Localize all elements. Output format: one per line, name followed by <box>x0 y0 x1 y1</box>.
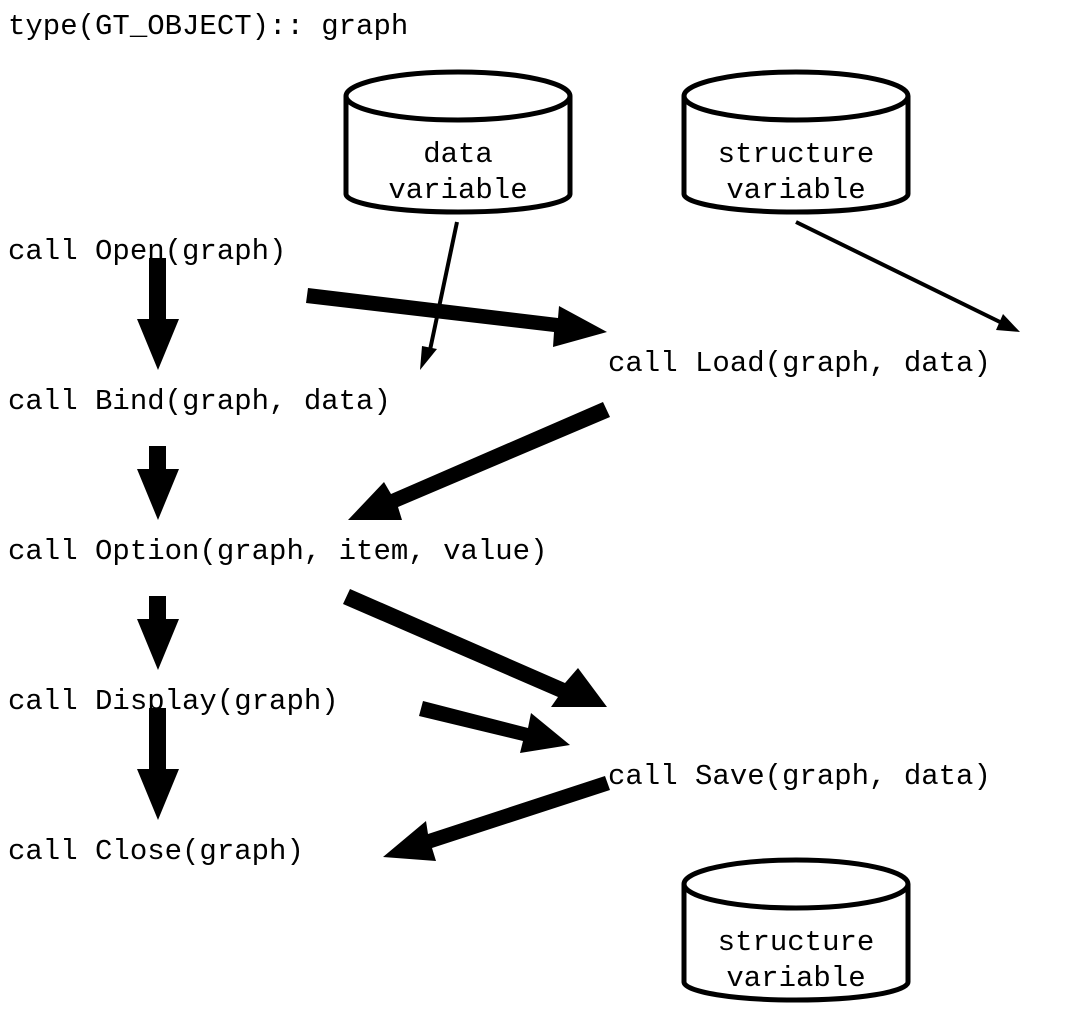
arrow-data-to-bind-shaft <box>428 221 459 351</box>
store-label-line2: variable <box>726 962 865 995</box>
store-label-line1: data <box>423 138 493 171</box>
arrow-save-to-close <box>383 776 610 861</box>
store-label-line1: structure <box>718 926 875 959</box>
data-variable-store: data variable <box>343 69 573 215</box>
cylinder-body <box>681 96 911 215</box>
arrow-structure-to-load-shaft <box>795 220 1003 325</box>
call-load: call Load(graph, data) <box>608 347 991 380</box>
cylinder-top <box>681 69 911 123</box>
store-label-line2: variable <box>388 174 527 207</box>
arrow-open-to-load <box>306 288 607 347</box>
structure-variable-store-input: structure variable <box>681 69 911 215</box>
arrow-structure-to-load-head <box>996 314 1020 332</box>
arrow-option-to-display <box>137 596 179 670</box>
cylinder-body <box>681 884 911 1003</box>
cylinder-body <box>343 96 573 215</box>
cylinder-top <box>343 69 573 123</box>
call-option: call Option(graph, item, value) <box>8 535 548 568</box>
structure-variable-store-output: structure variable <box>681 857 911 1003</box>
arrow-option-to-save <box>343 589 607 707</box>
store-label-line1: structure <box>718 138 875 171</box>
arrow-display-to-close <box>137 708 179 820</box>
type-declaration: type(GT_OBJECT):: graph <box>8 10 408 43</box>
arrow-open-to-bind <box>137 258 179 370</box>
cylinder-top <box>681 857 911 911</box>
arrow-display-to-save <box>419 701 570 753</box>
call-close: call Close(graph) <box>8 835 304 868</box>
arrow-bind-to-option <box>137 446 179 520</box>
call-open: call Open(graph) <box>8 235 286 268</box>
call-bind: call Bind(graph, data) <box>8 385 391 418</box>
store-label-line2: variable <box>726 174 865 207</box>
call-save: call Save(graph, data) <box>608 760 991 793</box>
call-display: call Display(graph) <box>8 685 339 718</box>
arrow-data-to-bind-head <box>420 346 437 370</box>
arrow-load-to-option <box>348 402 610 520</box>
